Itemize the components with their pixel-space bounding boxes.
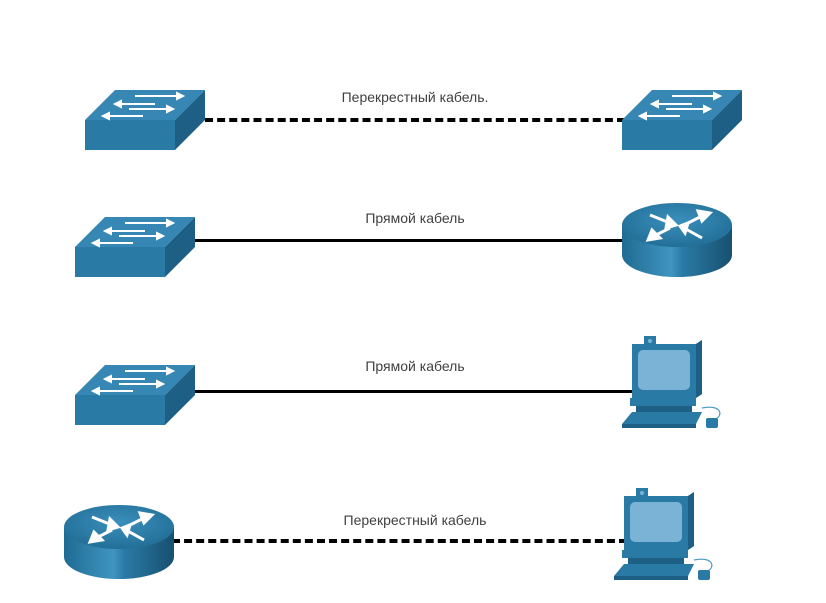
cable-label: Перекрестный кабель. <box>341 89 489 105</box>
straight-through-cable-line <box>195 390 635 393</box>
pc-icon[interactable] <box>613 487 714 582</box>
router-icon[interactable] <box>620 200 734 280</box>
cable-label: Прямой кабель <box>365 358 465 374</box>
router-icon[interactable] <box>62 502 176 582</box>
crossover-cable-line <box>172 539 627 543</box>
switch-icon[interactable] <box>74 364 197 427</box>
switch-icon[interactable] <box>621 89 744 152</box>
cable-label: Прямой кабель <box>365 210 465 226</box>
pc-icon[interactable] <box>621 335 722 430</box>
cable-label: Перекрестный кабель <box>343 512 487 528</box>
switch-icon[interactable] <box>74 216 197 279</box>
crossover-cable-line <box>205 118 625 122</box>
straight-through-cable-line <box>195 239 625 242</box>
switch-icon[interactable] <box>84 89 207 152</box>
